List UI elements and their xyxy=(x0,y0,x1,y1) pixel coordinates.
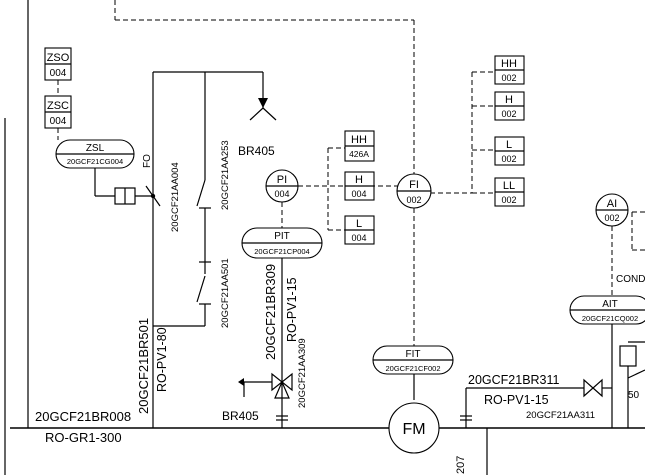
hh-002-alarm[interactable]: HH 002 xyxy=(494,55,525,85)
main-line-spec: RO-GR1-300 xyxy=(45,430,122,445)
tag-label: LL xyxy=(503,180,515,192)
tag-number: 002 xyxy=(501,109,516,119)
tag-label: ZSC xyxy=(47,100,69,112)
tag-number: 426A xyxy=(349,149,369,159)
tag-number: 004 xyxy=(351,233,366,243)
tag-label: FI xyxy=(409,179,419,191)
ai-002-bubble[interactable]: AI 002 xyxy=(595,193,629,227)
tag-number: 002 xyxy=(501,73,516,83)
tag-number: 002 xyxy=(406,195,421,205)
tag-number: 004 xyxy=(50,116,67,127)
br405-top-label: BR405 xyxy=(238,144,275,158)
tag-number: 20GCF21CG004 xyxy=(67,157,123,166)
ai-line-spec: RO-PV1-15 xyxy=(484,393,549,407)
tag-number: 002 xyxy=(501,195,516,205)
tag-label: HH xyxy=(501,58,517,70)
valve-aa501-label: 20GCF21AA501 xyxy=(220,258,231,328)
l-004-alarm[interactable]: L 004 xyxy=(344,215,375,245)
fi-002-bubble[interactable]: FI 002 xyxy=(396,173,432,209)
tag-number: 20GCF21CQ002 xyxy=(582,314,638,323)
v501-line-label: 20GCF21BR501 xyxy=(136,318,151,414)
valve-aa311[interactable] xyxy=(583,378,603,398)
h-002-alarm[interactable]: H 002 xyxy=(494,91,525,121)
zso-004-tag[interactable]: ZSO 004 xyxy=(44,47,72,81)
cond-label: COND xyxy=(616,274,645,285)
tag-label: AI xyxy=(607,198,617,210)
tag-number: 004 xyxy=(351,189,366,199)
valve-aa311-label: 20GCF21AA311 xyxy=(526,410,595,421)
tag-label: L xyxy=(506,139,512,151)
tag-label: PIT xyxy=(274,231,290,242)
hh-426a-alarm[interactable]: HH 426A xyxy=(344,130,375,162)
tag-label: H xyxy=(355,174,363,186)
flow-meter-label: FM xyxy=(402,421,425,438)
tag-label: HH xyxy=(351,134,367,146)
br405-bottom-label: BR405 xyxy=(222,409,259,423)
valve-aa004-label: 20GCF21AA004 xyxy=(170,162,181,232)
h-004-alarm[interactable]: H 004 xyxy=(344,171,375,201)
line-207-label: 207 xyxy=(455,456,467,474)
tag-label: H xyxy=(505,94,513,106)
valve-aa309[interactable] xyxy=(271,372,293,399)
v501-line-spec: RO-PV1-80 xyxy=(155,327,169,392)
tag-label: AIT xyxy=(602,299,618,310)
tag-label: ZSO xyxy=(47,52,70,64)
pit-line-spec: RO-PV1-15 xyxy=(285,277,299,342)
pit-line-label: 20GCF21BR309 xyxy=(263,264,278,360)
pi-004-bubble[interactable]: PI 004 xyxy=(265,169,299,203)
valve-aa253[interactable] xyxy=(196,179,211,216)
valve-aa501[interactable] xyxy=(196,261,211,305)
ait-tag[interactable]: AIT 20GCF21CQ002 xyxy=(569,295,645,325)
tag-number: 20GCF21CF002 xyxy=(385,364,440,373)
tag-label: PI xyxy=(277,174,287,186)
tag-number: 002 xyxy=(501,154,516,164)
tag-label: L xyxy=(356,218,362,230)
process-lines xyxy=(4,0,645,475)
tag-label: ZSL xyxy=(86,143,105,154)
ai-line-label: 20GCF21BR311 xyxy=(468,373,560,387)
valve-aa253-label: 20GCF21AA253 xyxy=(220,140,231,210)
zsl-tag[interactable]: ZSL 20GCF21CG004 xyxy=(55,139,135,169)
valve-aa309-label: 20GCF21AA309 xyxy=(297,338,308,408)
value-50-label: 50 xyxy=(628,390,640,401)
tag-label: FIT xyxy=(406,349,421,360)
tag-number: 002 xyxy=(604,213,619,223)
pit-tag[interactable]: PIT 20GCF21CP004 xyxy=(241,227,323,259)
main-line-label: 20GCF21BR008 xyxy=(35,409,131,424)
flow-meter[interactable]: FM xyxy=(388,402,440,454)
ll-002-alarm[interactable]: LL 002 xyxy=(494,177,525,207)
l-002-alarm[interactable]: L 002 xyxy=(494,136,525,166)
fo-label: FO xyxy=(142,154,153,168)
labels: BR405 BR405 20GCF21BR008 RO-GR1-300 20GC… xyxy=(35,140,645,474)
fit-tag[interactable]: FIT 20GCF21CF002 xyxy=(372,345,454,375)
tag-number: 004 xyxy=(274,189,289,199)
tag-number: 20GCF21CP004 xyxy=(254,247,309,256)
zsc-004-tag[interactable]: ZSC 004 xyxy=(44,95,72,129)
tag-number: 004 xyxy=(50,68,67,79)
valve-aa004[interactable] xyxy=(114,185,161,207)
